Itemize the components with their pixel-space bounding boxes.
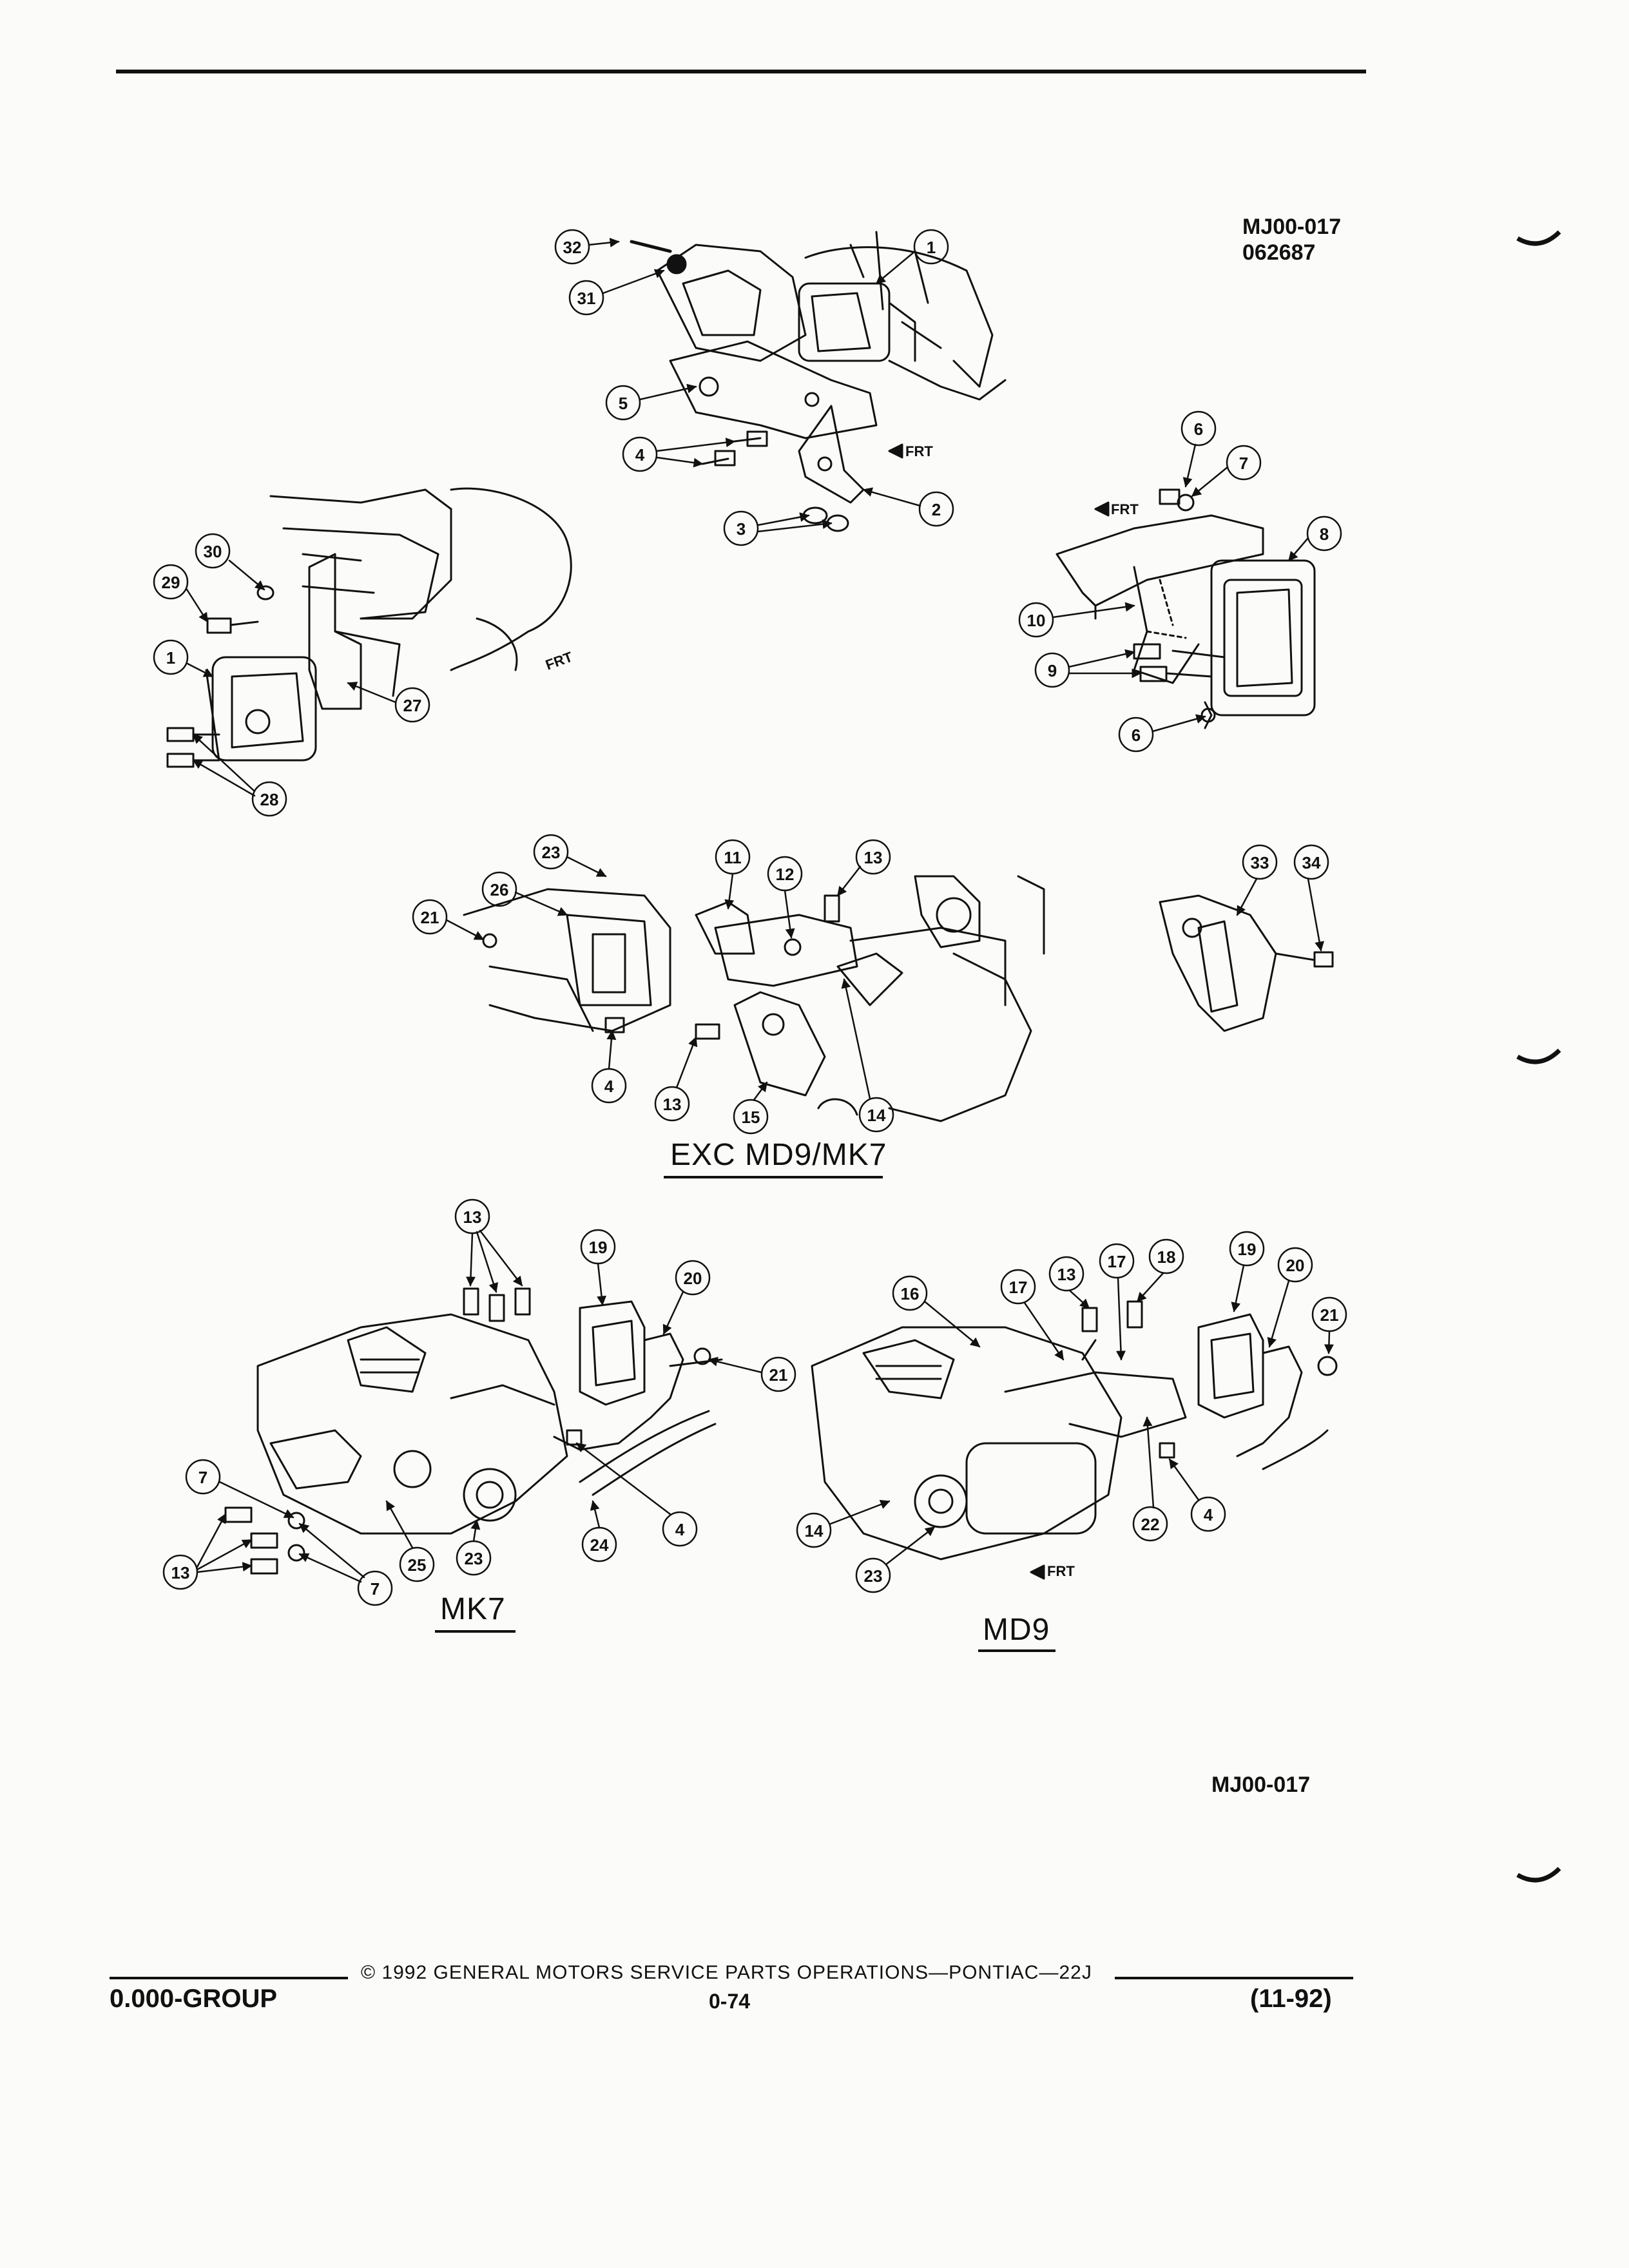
callout-label: 20 — [684, 1269, 702, 1288]
reference-code-bottom: MJ00-017 — [1211, 1773, 1311, 1797]
callout-numbers: 32 31 1 5 4 3 2 30 29 1 27 28 6 7 8 10 9… — [162, 238, 1339, 1599]
caption-underline — [664, 1176, 883, 1178]
callout-label: 33 — [1251, 853, 1269, 872]
callout-label: 25 — [408, 1555, 427, 1575]
caption-underline — [978, 1649, 1055, 1652]
callout-label: 7 — [1239, 454, 1248, 473]
callout-label: 19 — [589, 1238, 608, 1257]
callout-label: 23 — [542, 843, 561, 862]
right-mount-illustration — [1055, 488, 1316, 729]
callout-label: 1 — [927, 238, 936, 257]
callout-label: 7 — [371, 1579, 380, 1599]
footer-rule-left — [110, 1977, 348, 1979]
callout-leaders — [153, 229, 1347, 1606]
callout-label: 15 — [742, 1108, 760, 1127]
callout-label: 4 — [1204, 1505, 1213, 1524]
callout-label: 11 — [724, 848, 742, 867]
callout-label: 19 — [1238, 1240, 1257, 1259]
callout-label: 10 — [1027, 611, 1046, 630]
footer-revision: (11-92) — [1250, 1984, 1332, 2013]
top-mount-illustration — [630, 231, 1007, 532]
callout-label: 13 — [171, 1563, 190, 1582]
header-rule — [116, 70, 1366, 73]
callout-label: 26 — [490, 880, 509, 899]
callout-label: 3 — [737, 519, 746, 539]
callout-label: 9 — [1048, 661, 1057, 680]
callout-label: 6 — [1194, 419, 1203, 439]
binding-mark — [1516, 1867, 1561, 1883]
md9-mount-illustration — [811, 1300, 1338, 1580]
callout-label: 24 — [590, 1535, 609, 1555]
footer-group: 0.000-GROUP — [110, 1984, 278, 2013]
callout-label: 31 — [577, 289, 596, 308]
frt-labels: FRT FRT FRT FRT — [543, 443, 1139, 1579]
callout-label: 20 — [1286, 1256, 1305, 1275]
callout-label: 5 — [619, 394, 628, 413]
callout-label: 4 — [635, 445, 645, 465]
callout-label: 13 — [1057, 1265, 1076, 1284]
callout-label: 30 — [204, 542, 222, 561]
callout-label: 22 — [1141, 1515, 1160, 1534]
callout-label: 16 — [901, 1284, 920, 1303]
caption-md9: MD9 — [983, 1613, 1050, 1647]
frt-label: FRT — [905, 443, 933, 459]
reference-date: 062687 — [1242, 240, 1316, 265]
callout-label: 2 — [932, 500, 941, 519]
callout-label: 17 — [1108, 1252, 1126, 1271]
callout-label: 21 — [769, 1365, 788, 1385]
binding-mark — [1516, 230, 1561, 246]
caption-mk7: MK7 — [440, 1592, 506, 1626]
callout-label: 23 — [465, 1549, 483, 1568]
frt-label: FRT — [1047, 1563, 1075, 1579]
footer-page-number: 0-74 — [709, 1990, 751, 2013]
callout-label: 4 — [675, 1520, 685, 1539]
callout-label: 32 — [563, 238, 582, 257]
frt-label: FRT — [1111, 501, 1139, 517]
caption-underline — [435, 1630, 516, 1633]
left-mount-illustration — [166, 487, 572, 768]
callout-label: 14 — [867, 1106, 886, 1125]
callout-label: 6 — [1132, 726, 1141, 745]
footer-rule-right — [1115, 1977, 1353, 1979]
callout-label: 7 — [198, 1468, 207, 1487]
callout-label: 34 — [1302, 853, 1321, 872]
callout-label: 28 — [260, 790, 279, 809]
caption-exc-md9-mk7: EXC MD9/MK7 — [670, 1138, 887, 1172]
callout-label: 8 — [1320, 524, 1329, 544]
callout-label: 13 — [864, 848, 883, 867]
callout-label: 23 — [864, 1566, 883, 1586]
mk7-mount-illustration — [224, 1287, 723, 1575]
middle-mount-illustration — [463, 875, 1334, 1122]
callout-label: 14 — [805, 1521, 824, 1541]
callout-label: 13 — [663, 1095, 682, 1114]
callout-label: 21 — [421, 908, 439, 927]
frt-label: FRT — [543, 648, 575, 673]
callout-label: 27 — [403, 696, 422, 715]
footer-copyright: © 1992 GENERAL MOTORS SERVICE PARTS OPER… — [361, 1962, 1092, 1983]
reference-code: MJ00-017 — [1242, 215, 1342, 239]
callout-label: 17 — [1009, 1278, 1028, 1297]
callout-label: 1 — [166, 648, 175, 668]
callout-label: 4 — [604, 1077, 614, 1096]
callout-label: 12 — [776, 865, 795, 884]
binding-mark — [1516, 1048, 1561, 1064]
callout-label: 29 — [162, 573, 180, 592]
callout-label: 13 — [463, 1207, 482, 1227]
callout-label: 21 — [1320, 1305, 1339, 1325]
callout-label: 18 — [1157, 1247, 1176, 1267]
